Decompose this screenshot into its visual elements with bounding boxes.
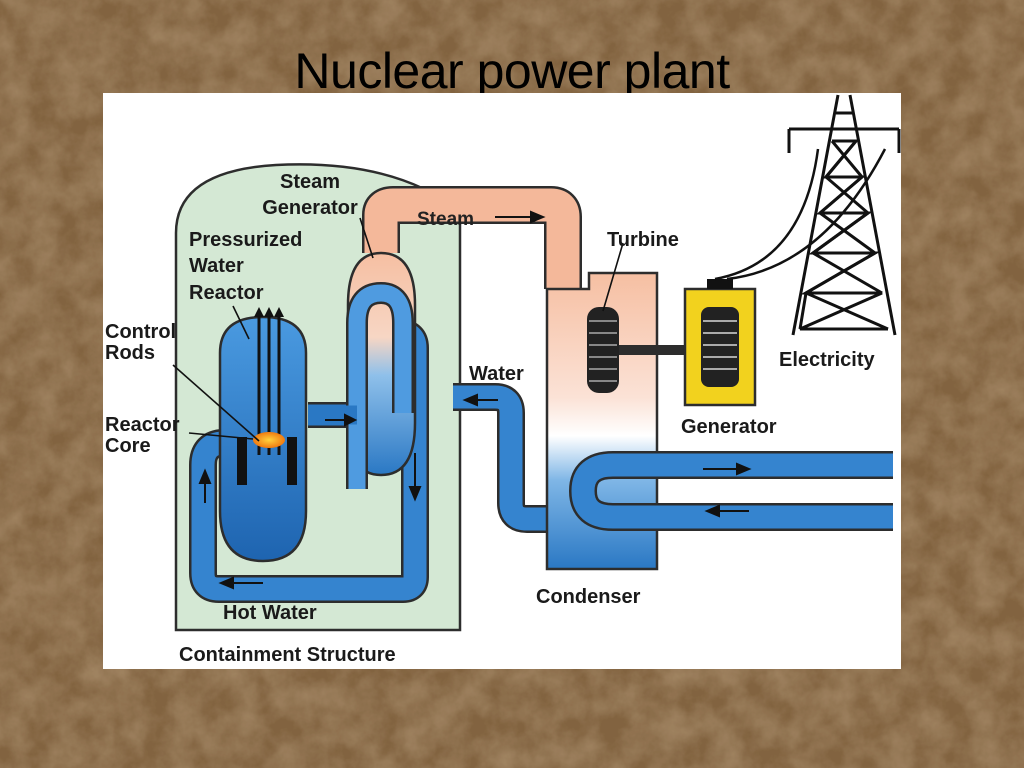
core-plate-right [287,437,297,485]
label-rods-line2: Rods [105,342,155,364]
electricity-pylon [787,94,901,336]
label-water: Water [469,363,524,385]
cooling-loop [571,453,893,529]
label-reactor-line1: Reactor [105,414,180,436]
label-pwr-line2: Water [189,255,244,277]
label-core-line2: Core [105,435,151,457]
power-line-1 [714,148,820,281]
label-steam-line1: Steam [280,171,340,193]
turbine [587,307,619,393]
generator-terminal [707,279,733,289]
label-pwr-line1: Pressurized [189,229,302,251]
label-hot-water: Hot Water [223,602,317,624]
leader-lines [172,217,624,442]
nuclear-plant-diagram: Steam Generator Pressurized Water Reacto… [103,93,901,669]
label-containment-structure: Containment Structure [179,644,396,666]
label-generator: Generator [681,416,777,438]
label-condenser: Condenser [536,586,641,608]
turbine-shaft [619,345,701,355]
u-tube [348,284,412,489]
core-plate-left [237,437,247,485]
label-generator-line2: Generator [262,197,358,219]
label-electricity: Electricity [779,349,875,371]
label-control-line1: Control [105,321,176,343]
power-line-2 [726,148,887,281]
reactor-core-glow [253,432,285,448]
slide-title: Nuclear power plant [294,43,730,99]
steam-pipe [364,188,580,289]
label-turbine: Turbine [607,229,679,251]
label-steam: Steam [417,209,474,230]
generator-rotor [701,307,739,387]
label-pwr-line3: Reactor [189,282,264,304]
control-rod-tips [254,307,284,317]
control-rods [257,313,281,455]
flow-arrows [198,210,752,590]
feedwater-pipe [453,385,551,531]
